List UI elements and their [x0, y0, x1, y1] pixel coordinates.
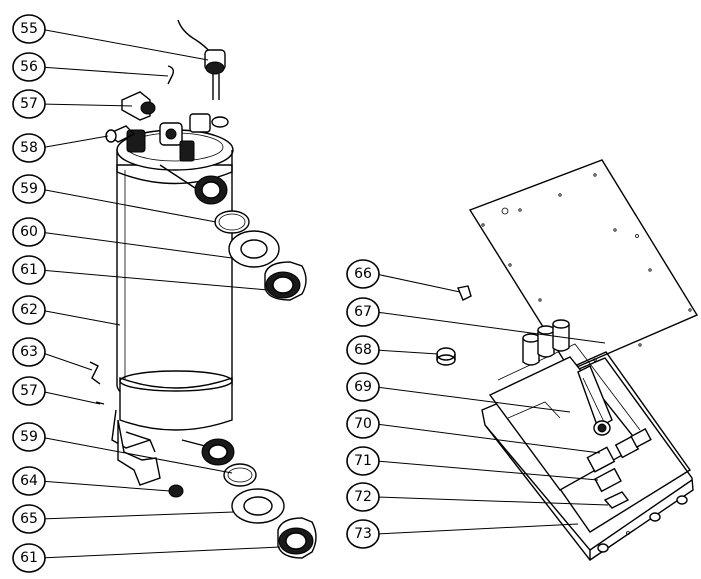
callout-70: 70 [346, 409, 380, 439]
callout-label: 70 [354, 416, 372, 432]
callout-62: 62 [12, 295, 46, 325]
callout-label: 61 [20, 262, 38, 278]
callout-label: 69 [354, 379, 372, 395]
callout-label: 57 [20, 383, 38, 399]
callout-57: 57 [12, 376, 46, 406]
callout-59: 59 [12, 422, 46, 452]
callout-label: 57 [20, 96, 38, 112]
callout-label: 62 [20, 302, 38, 318]
callout-60: 60 [12, 217, 46, 247]
callout-label: 64 [20, 473, 38, 489]
callout-label: 58 [20, 140, 38, 156]
callouts: 55 56 57 58 59 60 61 62 63 57 59 64 65 6… [12, 14, 380, 573]
heater-tank-assembly [89, 19, 235, 498]
callout-59: 59 [12, 174, 46, 204]
callout-label: 56 [20, 59, 38, 75]
callout-label: 72 [354, 489, 372, 505]
callout-56: 56 [12, 52, 46, 82]
callout-label: 71 [354, 453, 372, 469]
connector-66 [457, 285, 472, 301]
callout-69: 69 [346, 372, 380, 402]
callout-label: 66 [354, 266, 372, 282]
callout-64: 64 [12, 466, 46, 496]
union-nut-61-top [264, 261, 307, 301]
callout-68: 68 [346, 335, 380, 365]
callout-58: 58 [12, 133, 46, 163]
callout-label: 61 [20, 550, 38, 566]
callout-label: 65 [20, 511, 38, 527]
callout-67: 67 [346, 297, 380, 327]
control-box-assembly [436, 159, 699, 561]
callout-73: 73 [346, 519, 380, 549]
callout-61: 61 [12, 255, 46, 285]
callout-66: 66 [346, 259, 380, 289]
callout-label: 60 [20, 224, 38, 240]
knob-68 [436, 347, 456, 366]
callout-71: 71 [346, 446, 380, 476]
callout-55: 55 [12, 14, 46, 44]
leader-lines [39, 28, 609, 559]
union-nut-61-bottom [277, 517, 317, 559]
callout-57: 57 [12, 89, 46, 119]
callout-label: 59 [20, 429, 38, 445]
left-seals-and-nuts [214, 210, 317, 559]
callout-65: 65 [12, 504, 46, 534]
callout-label: 59 [20, 181, 38, 197]
callout-label: 55 [20, 21, 38, 37]
callout-label: 73 [354, 526, 372, 542]
callout-label: 63 [20, 344, 38, 360]
callout-label: 67 [354, 304, 372, 320]
callout-61: 61 [12, 543, 46, 573]
callout-label: 68 [354, 342, 372, 358]
o-ring-59-bottom [223, 463, 257, 487]
callout-63: 63 [12, 337, 46, 367]
cover-panel [468, 159, 699, 371]
callout-72: 72 [346, 482, 380, 512]
